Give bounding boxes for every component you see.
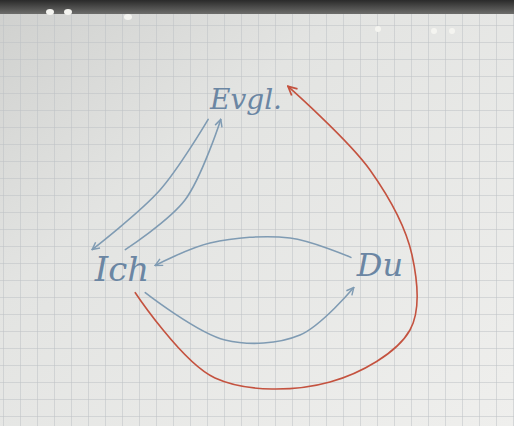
binding-edge — [0, 0, 514, 14]
node-label: Ich — [95, 251, 149, 288]
node-label: Evgl. — [210, 85, 282, 116]
sketch-arrow — [125, 119, 220, 249]
grid-lines — [0, 14, 514, 426]
sketch-node: Du — [351, 244, 409, 287]
sketch-arrow — [92, 119, 208, 249]
node-label: Du — [357, 248, 403, 283]
sketch-arrow — [145, 288, 354, 344]
binding-holes — [46, 9, 455, 34]
sketch-arrow — [155, 237, 351, 266]
sketch-arrow — [135, 86, 417, 389]
sketch-node: Ich — [89, 247, 155, 292]
sketch-node: Evgl. — [204, 81, 288, 120]
